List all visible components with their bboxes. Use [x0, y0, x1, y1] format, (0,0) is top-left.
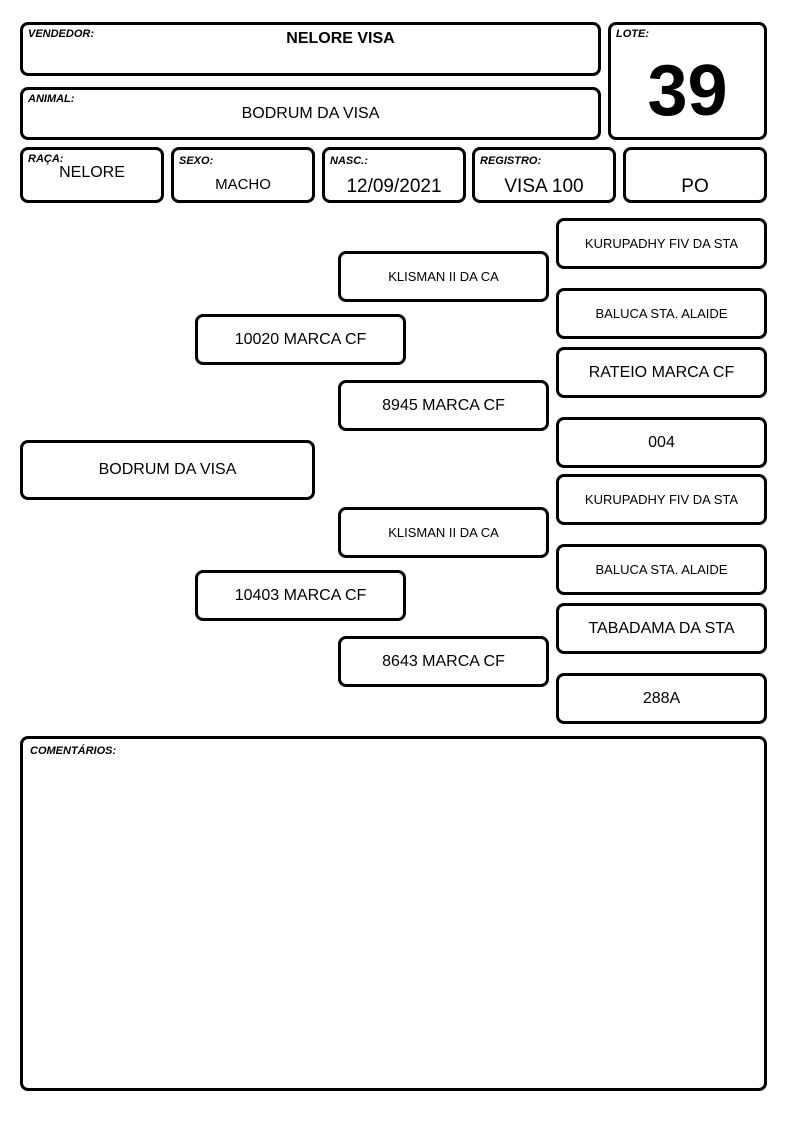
pedigree-dam: 10403 MARCA CF: [195, 570, 406, 621]
pedigree-dam-sire: KLISMAN II DA CA: [338, 507, 549, 558]
raca-value: NELORE: [59, 164, 125, 181]
categoria-box: PO: [623, 147, 767, 203]
pedigree-ggp-7: TABADAMA DA STA: [556, 603, 767, 654]
pedigree-dam-dam: 8643 MARCA CF: [338, 636, 549, 687]
lote-number: 39: [647, 51, 728, 131]
lote-label: LOTE:: [616, 28, 649, 40]
lote-box: LOTE: 39: [608, 22, 767, 140]
pedigree-ggp-1: KURUPADHY FIV DA STA: [556, 218, 767, 269]
vendedor-label: VENDEDOR:: [28, 28, 95, 40]
comments-box[interactable]: COMENTÁRIOS:: [20, 736, 767, 1091]
comments-label: COMENTÁRIOS:: [30, 745, 117, 757]
pedigree-ggp-4: 004: [556, 417, 767, 468]
registro-value: VISA 100: [504, 176, 584, 197]
comments-text[interactable]: [30, 763, 757, 1081]
pedigree-ggp-3: RATEIO MARCA CF: [556, 347, 767, 398]
animal-box: ANIMAL: BODRUM DA VISA: [20, 87, 601, 140]
animal-label: ANIMAL:: [28, 93, 75, 105]
sexo-value: MACHO: [215, 176, 271, 193]
pedigree-ggp-2: BALUCA STA. ALAIDE: [556, 288, 767, 339]
nasc-value: 12/09/2021: [346, 176, 442, 197]
registro-box: REGISTRO: VISA 100: [472, 147, 616, 203]
pedigree-ggp-5: KURUPADHY FIV DA STA: [556, 474, 767, 525]
pedigree-ggp-6: BALUCA STA. ALAIDE: [556, 544, 767, 595]
nasc-label: NASC.:: [330, 155, 368, 167]
pedigree-animal: BODRUM DA VISA: [20, 440, 315, 500]
categoria-value: PO: [681, 176, 709, 197]
raca-box: RAÇA: NELORE: [20, 147, 164, 203]
pedigree-sire-dam: 8945 MARCA CF: [338, 380, 549, 431]
pedigree-sire: 10020 MARCA CF: [195, 314, 406, 365]
sexo-box: SEXO: MACHO: [171, 147, 315, 203]
vendedor-box: VENDEDOR: NELORE VISA: [20, 22, 601, 76]
registro-label: REGISTRO:: [480, 155, 542, 167]
vendedor-value: NELORE VISA: [286, 30, 395, 47]
animal-value: BODRUM DA VISA: [241, 105, 380, 122]
pedigree-sire-sire: KLISMAN II DA CA: [338, 251, 549, 302]
sexo-label: SEXO:: [179, 155, 214, 167]
raca-label: RAÇA:: [28, 153, 64, 165]
pedigree-ggp-8: 288A: [556, 673, 767, 724]
nasc-box: NASC.: 12/09/2021: [322, 147, 466, 203]
